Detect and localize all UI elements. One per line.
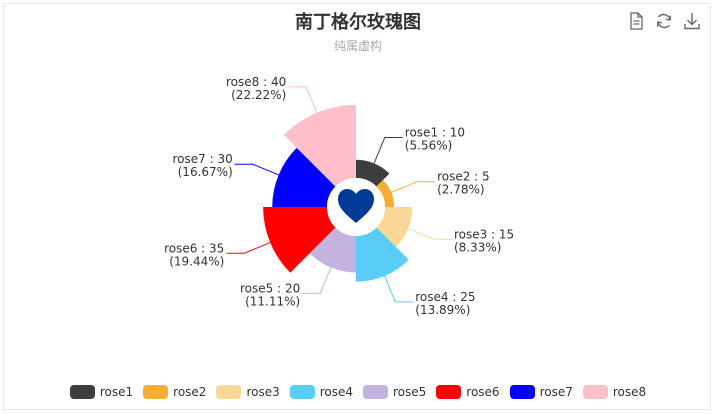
data-view-icon[interactable] <box>626 11 646 31</box>
chart-subtitle: 纯属虚构 <box>333 39 382 53</box>
slice-percent-7: (16.67%) <box>178 165 233 179</box>
leader-line-6 <box>226 242 271 254</box>
legend-label: rose7 <box>539 385 573 399</box>
rose-slice-8[interactable] <box>283 105 356 187</box>
leader-line-8 <box>288 86 318 113</box>
legend-swatch <box>143 385 169 399</box>
legend-label: rose4 <box>319 385 353 399</box>
legend-item-rose4[interactable]: rose4 <box>289 385 353 399</box>
rose-slice-3[interactable] <box>376 207 413 247</box>
legend-item-rose6[interactable]: rose6 <box>436 385 500 399</box>
slice-label-3: rose3 : 15 <box>454 227 514 241</box>
leader-line-1 <box>373 136 403 164</box>
legend-label: rose5 <box>393 385 427 399</box>
legend-label: rose1 <box>99 385 134 399</box>
toolbox <box>626 11 702 31</box>
legend-item-rose8[interactable]: rose8 <box>582 385 647 399</box>
legend-item-rose5[interactable]: rose5 <box>363 385 426 399</box>
rose-slice-6[interactable] <box>263 207 336 273</box>
slice-percent-4: (13.89%) <box>415 303 470 317</box>
slice-label-5: rose5 : 20 <box>240 281 300 295</box>
legend-label: rose8 <box>612 385 647 399</box>
legend-swatch <box>436 385 462 399</box>
restore-icon[interactable] <box>654 11 674 31</box>
legend-swatch <box>582 385 608 399</box>
rose-slice-7[interactable] <box>272 147 336 207</box>
legend-item-rose1[interactable]: rose1 <box>69 385 134 399</box>
slice-label-2: rose2 : 5 <box>437 170 490 184</box>
heart-icon <box>338 189 374 223</box>
slice-label-8: rose8 : 40 <box>226 75 286 89</box>
rose-slice-1[interactable] <box>356 159 390 187</box>
legend-label: rose2 <box>173 385 207 399</box>
slice-percent-3: (8.33%) <box>454 240 501 254</box>
rose-slice-2[interactable] <box>376 180 395 207</box>
legend-item-rose3[interactable]: rose3 <box>216 385 280 399</box>
leader-line-5 <box>302 267 332 294</box>
slice-label-7: rose7 : 30 <box>173 152 233 166</box>
legend-swatch <box>509 385 535 399</box>
slice-percent-8: (22.22%) <box>231 88 286 102</box>
legend-swatch <box>69 385 95 399</box>
leader-line-2 <box>391 181 436 193</box>
slice-percent-6: (19.44%) <box>169 254 224 268</box>
slice-label-1: rose1 : 10 <box>405 125 465 139</box>
legend-item-rose7[interactable]: rose7 <box>509 385 573 399</box>
legend-label: rose6 <box>466 385 500 399</box>
slice-percent-2: (2.78%) <box>437 183 484 197</box>
chart-title: 南丁格尔玫瑰图 <box>295 12 421 33</box>
leader-line-4 <box>384 275 414 303</box>
legend-item-rose2[interactable]: rose2 <box>143 385 206 399</box>
legend-swatch <box>363 385 388 399</box>
legend-swatch <box>289 385 315 399</box>
slice-label-6: rose6 : 35 <box>164 241 224 255</box>
download-icon[interactable] <box>682 11 702 31</box>
rose-slice-5[interactable] <box>309 227 356 273</box>
leader-line-3 <box>407 228 452 240</box>
slice-percent-1: (5.56%) <box>405 138 452 152</box>
legend-swatch <box>216 385 242 399</box>
slice-percent-5: (11.11%) <box>245 294 300 308</box>
legend: rose1 rose2 rose3 rose4 rose5 rose6 rose7 rose8 <box>0 385 716 399</box>
rose-slice-4[interactable] <box>356 227 409 282</box>
leader-line-7 <box>234 163 279 176</box>
legend-label: rose3 <box>246 385 280 399</box>
slice-label-4: rose4 : 25 <box>415 290 475 304</box>
